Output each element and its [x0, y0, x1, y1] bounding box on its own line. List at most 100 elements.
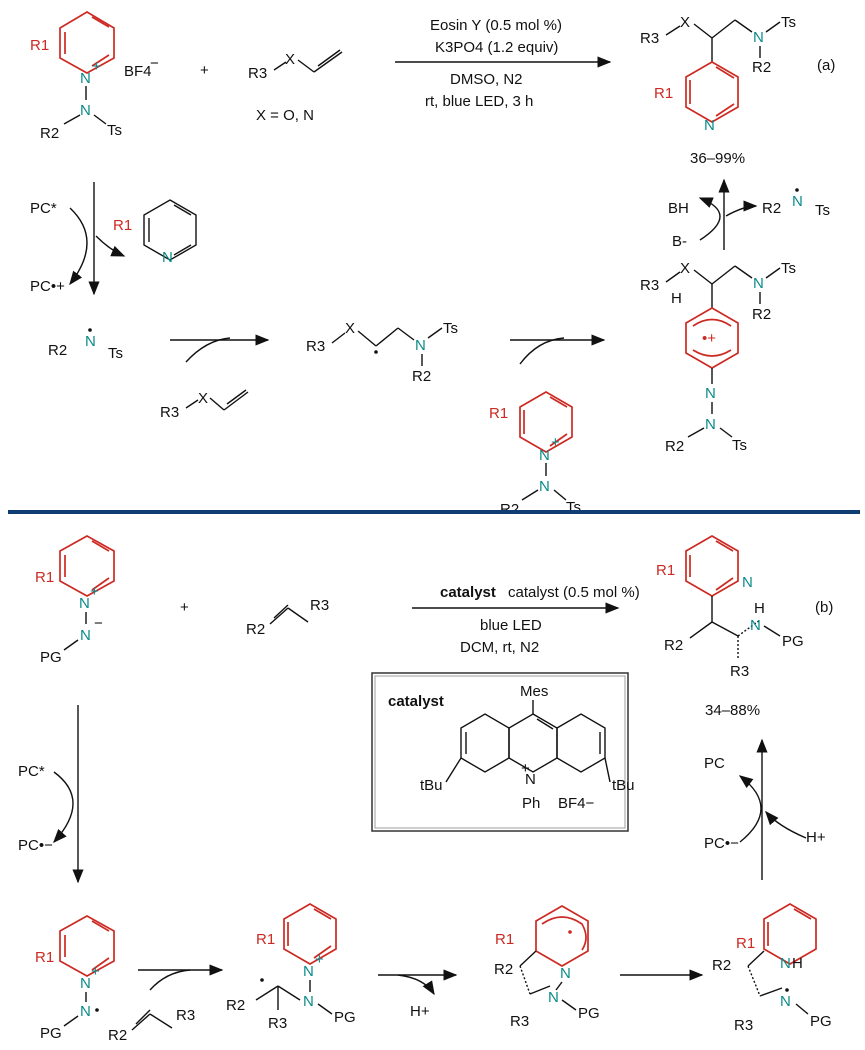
- panel-a-label: (a): [817, 57, 835, 74]
- yield-a: 36–99%: [690, 150, 745, 167]
- arrow-b-2: H+: [378, 969, 458, 1020]
- svg-text:tBu: tBu: [420, 777, 443, 794]
- svg-text:Mes: Mes: [520, 683, 548, 700]
- svg-text:N: N: [705, 416, 716, 433]
- svg-text:R2: R2: [108, 1027, 127, 1044]
- svg-text:−: −: [150, 55, 159, 72]
- svg-text:−: −: [94, 615, 103, 632]
- mechanism-b-left: PC* PC•−: [18, 705, 84, 884]
- svg-text:+: +: [92, 58, 101, 75]
- svg-text:R2: R2: [762, 200, 781, 217]
- svg-text:R3: R3: [730, 663, 749, 680]
- svg-text:R2: R2: [412, 368, 431, 385]
- svg-text:X: X: [285, 51, 295, 68]
- svg-text:N: N: [79, 595, 90, 612]
- svg-text:+: +: [315, 951, 324, 968]
- svg-text:N: N: [705, 385, 716, 402]
- intermediate-b-2: R1 N + N PG R2 R3: [226, 903, 356, 1032]
- svg-text:Ts: Ts: [107, 122, 122, 139]
- conditions-a: Eosin Y (0.5 mol %) K3PO4 (1.2 equiv) DM…: [395, 17, 612, 110]
- svg-text:R2: R2: [246, 621, 265, 638]
- svg-text:R3: R3: [306, 338, 325, 355]
- svg-text:PG: PG: [578, 1005, 600, 1022]
- svg-text:BH: BH: [668, 200, 689, 217]
- panel-a: R1 N + N R2 Ts BF4 − + R3 X X = O, N Eos…: [30, 11, 835, 518]
- svg-text:N: N: [548, 989, 559, 1006]
- x-definition: X = O, N: [256, 107, 314, 124]
- svg-text:R2: R2: [226, 997, 245, 1014]
- svg-text:R2: R2: [48, 342, 67, 359]
- svg-text:H+: H+: [410, 1003, 430, 1020]
- svg-text:R2: R2: [500, 501, 519, 518]
- svg-text:N: N: [85, 333, 96, 350]
- panel-b: R1 N + N − PG + R2 R3 catalyst catalyst …: [18, 535, 833, 1044]
- svg-text:R3: R3: [640, 277, 659, 294]
- svg-text:R3: R3: [640, 30, 659, 47]
- svg-text:PC*: PC*: [18, 763, 45, 780]
- panel-b-label: (b): [815, 599, 833, 616]
- svg-text:Ph: Ph: [522, 795, 540, 812]
- svg-text:PC*: PC*: [30, 200, 57, 217]
- svg-text:Ts: Ts: [108, 345, 123, 362]
- svg-text:R2: R2: [752, 306, 771, 323]
- svg-text:tBu: tBu: [612, 777, 635, 794]
- svg-text:R3: R3: [734, 1017, 753, 1034]
- svg-text:H: H: [754, 600, 765, 617]
- svg-text:BF4−: BF4−: [558, 795, 595, 812]
- svg-text:R2: R2: [494, 961, 513, 978]
- svg-text:R2: R2: [40, 125, 59, 142]
- svg-text:R2: R2: [665, 438, 684, 455]
- r1-label: R1: [30, 37, 49, 54]
- pyridinium-ylide-b: R1 N + N − PG: [35, 535, 115, 666]
- svg-text:R3: R3: [160, 404, 179, 421]
- svg-text:PC•+: PC•+: [30, 278, 65, 295]
- pyridinium-reactant-a: R1 N + N R2 Ts BF4 −: [30, 11, 159, 142]
- svg-text:R2: R2: [712, 957, 731, 974]
- svg-text:R3: R3: [248, 65, 267, 82]
- svg-text:R3: R3: [268, 1015, 287, 1032]
- svg-text:N: N: [780, 993, 791, 1010]
- svg-text:Ts: Ts: [732, 437, 747, 454]
- svg-text:N: N: [560, 965, 571, 982]
- svg-text:R1: R1: [736, 935, 755, 952]
- svg-text:PC•−: PC•−: [18, 837, 53, 854]
- svg-text:N: N: [792, 193, 803, 210]
- svg-text:N: N: [303, 963, 314, 980]
- svg-text:R3: R3: [310, 597, 329, 614]
- mechanism-b-right: PC PC•− H+: [704, 738, 826, 880]
- svg-text:Ts: Ts: [781, 14, 796, 31]
- svg-text:+: +: [551, 434, 560, 451]
- svg-text:+: +: [90, 583, 99, 600]
- vinyl-reagent-a: R3 X X = O, N: [248, 49, 343, 124]
- svg-text:R1: R1: [495, 931, 514, 948]
- svg-text:H: H: [671, 290, 682, 307]
- svg-text:Ts: Ts: [815, 202, 830, 219]
- svg-text:catalyst (0.5 mol %): catalyst (0.5 mol %): [508, 584, 640, 601]
- svg-text:PG: PG: [810, 1013, 832, 1030]
- svg-text:N: N: [80, 975, 91, 992]
- svg-text:catalyst: catalyst: [440, 584, 496, 601]
- svg-text:X: X: [345, 320, 355, 337]
- svg-text:X: X: [680, 260, 690, 277]
- plus-sign-b: +: [180, 599, 189, 616]
- svg-text:R1: R1: [256, 931, 275, 948]
- intermediate-b-3: R1 N R2 N PG R3: [494, 905, 600, 1030]
- svg-text:N: N: [780, 955, 791, 972]
- svg-text:N: N: [80, 1003, 91, 1020]
- svg-text:N: N: [415, 337, 426, 354]
- svg-text:N: N: [162, 249, 173, 266]
- svg-text:PG: PG: [40, 1025, 62, 1042]
- svg-text:PG: PG: [782, 633, 804, 650]
- n-label: N: [80, 70, 91, 87]
- svg-text:N: N: [539, 447, 550, 464]
- svg-text:+: +: [521, 760, 530, 777]
- arrow-b-1: R2 R3: [108, 964, 224, 1044]
- svg-text:R1: R1: [35, 949, 54, 966]
- svg-text:R1: R1: [654, 85, 673, 102]
- svg-text:Ts: Ts: [781, 260, 796, 277]
- svg-text:R1: R1: [489, 405, 508, 422]
- svg-text:B-: B-: [672, 233, 687, 250]
- svg-text:H: H: [792, 955, 803, 972]
- alkene-reagent-b: R2 R3: [246, 597, 329, 638]
